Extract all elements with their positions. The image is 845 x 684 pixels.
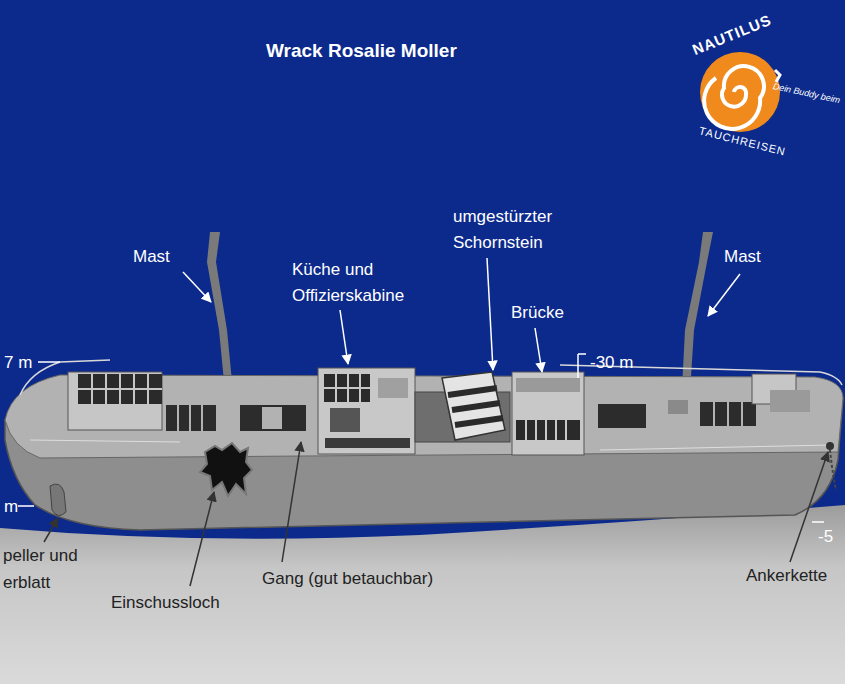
leader-line [340,310,348,364]
grating [78,374,162,404]
seabed [0,505,845,684]
depth-label: 7 m [4,350,32,376]
callout-label: peller und [3,543,78,569]
callout-label: Mast [724,244,761,270]
deck-openings [78,374,162,404]
leader-line [44,518,58,542]
callout-label: Gang (gut betauchbar) [262,566,433,592]
callout-label: erblatt [3,570,50,596]
propeller [50,484,66,516]
leader-line [282,442,301,562]
depth-label: m [4,494,18,520]
leader-line [535,328,542,372]
callout-label: umgestürzter Schornstein [453,204,578,256]
callout-label: Einschussloch [111,590,220,616]
callout-label: Brücke [511,300,564,326]
depth-label: -5 [818,524,833,550]
bridge [512,372,584,455]
leader-line [708,274,740,316]
depth-label: -30 m [590,350,633,376]
leader-line [183,272,211,302]
depth-mark [38,354,586,378]
hatch [700,402,756,426]
logo [700,52,780,132]
hatch [240,405,306,431]
funnel [442,372,505,440]
hatch [166,405,216,431]
title: Wrack Rosalie Moller [266,40,457,62]
deckhouse [68,372,162,430]
callout-label: Ankerkette [746,563,827,589]
hatch [598,404,646,428]
depth-mark [18,506,824,522]
leader-line [487,258,493,370]
deckhouse [318,368,415,454]
hawse-hole [826,442,834,450]
callout-label: Mast [133,244,170,270]
leader-line [190,492,214,586]
callout-label: Küche und Offizierskabine [292,257,427,309]
shell-hole [200,443,252,496]
